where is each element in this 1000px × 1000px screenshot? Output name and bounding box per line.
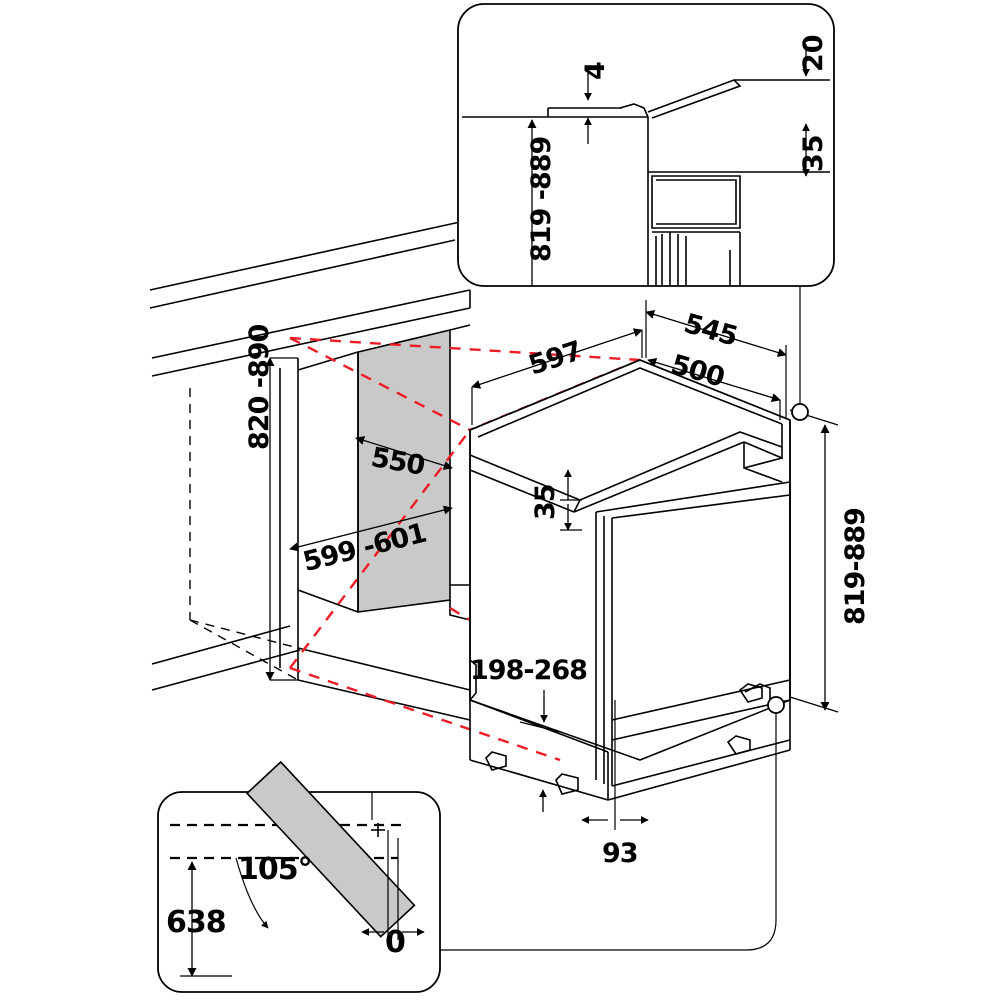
inset-bottom-label-638: 638	[166, 905, 227, 940]
dimension-550	[355, 436, 453, 470]
dimension-93	[539, 700, 649, 830]
dimension-198-268	[519, 690, 561, 733]
inset-bottom-dimension-638	[180, 861, 232, 977]
dimension-819-889	[789, 409, 839, 713]
inset-top-label-4: 4	[580, 61, 611, 80]
dimension-label-198-268: 198-268	[470, 655, 588, 686]
inset-bottom-geometry	[170, 760, 416, 940]
dimension-label-820-890: 820 -890	[244, 324, 275, 450]
inset-top-label-20: 20	[798, 34, 829, 72]
leader-line-bottom-inset	[440, 696, 785, 951]
inset-bottom-label-0: 0	[385, 925, 406, 960]
inset-top-label-819-889: 819 -889	[526, 136, 557, 262]
inset-top-geometry	[462, 79, 830, 286]
dimension-label-819-889-main: 819-889	[840, 508, 871, 625]
cabinet-side-outline	[151, 358, 471, 721]
dimension-label-93: 93	[602, 838, 639, 869]
dimension-35	[560, 469, 582, 531]
dimension-599-601	[289, 505, 453, 552]
dimension-597	[471, 328, 643, 425]
dimension-label-35-main: 35	[530, 484, 561, 520]
dimension-545	[645, 300, 787, 418]
dimension-820-890	[265, 357, 298, 681]
inset-bottom-door-swing	[157, 760, 441, 993]
appliance-plinth	[469, 659, 791, 801]
inset-top-side-section	[457, 3, 835, 287]
inset-top-label-35: 35	[798, 134, 829, 172]
adjustable-feet	[485, 683, 763, 795]
leader-line-top-inset	[791, 285, 809, 421]
dimension-500	[647, 358, 781, 420]
inset-bottom-label-105deg: 105°	[238, 852, 313, 887]
appliance-body	[469, 359, 791, 786]
